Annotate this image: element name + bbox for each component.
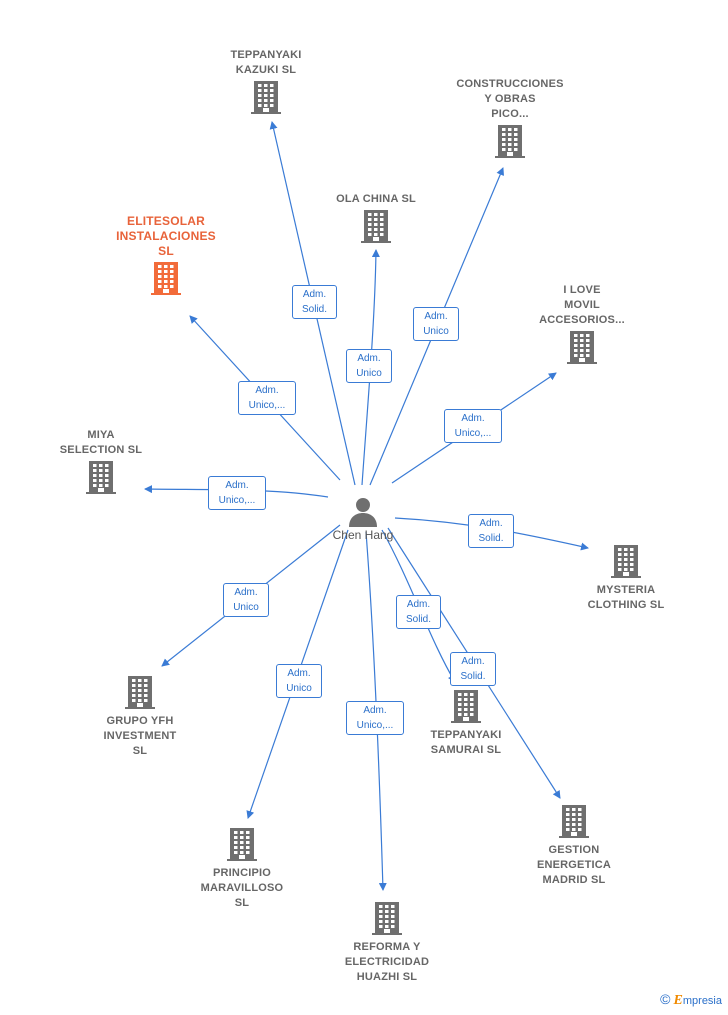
- role-label-ola-china[interactable]: Adm. Unico: [346, 349, 392, 383]
- company-elitesolar[interactable]: ELITESOLAR INSTALACIONES SL: [96, 214, 236, 299]
- brand-logo[interactable]: © Empresia: [660, 991, 722, 1009]
- building-icon: [80, 675, 200, 714]
- company-gestion[interactable]: GESTION ENERGETICA MADRID SL: [514, 802, 634, 888]
- company-construcciones[interactable]: CONSTRUCCIONES Y OBRAS PICO...: [440, 77, 580, 163]
- company-label: REFORMA Y ELECTRICIDAD HUAZHI SL: [344, 941, 430, 983]
- role-label-teppanyaki-samurai[interactable]: Adm. Solid.: [396, 595, 441, 629]
- company-grupo-yfh[interactable]: GRUPO YFH INVESTMENT SL: [80, 673, 200, 759]
- role-label-construcciones[interactable]: Adm. Unico: [413, 307, 459, 341]
- role-label-reforma[interactable]: Adm. Unico,...: [346, 701, 404, 735]
- company-reforma[interactable]: REFORMA Y ELECTRICIDAD HUAZHI SL: [322, 899, 452, 985]
- role-label-principio[interactable]: Adm. Unico: [276, 664, 322, 698]
- company-label: TEPPANYAKI SAMURAI SL: [430, 729, 502, 756]
- building-icon: [406, 689, 526, 728]
- building-icon: [316, 209, 436, 248]
- brand-name: mpresia: [682, 995, 722, 1007]
- copyright-icon: ©: [660, 991, 671, 1007]
- company-label: TEPPANYAKI KAZUKI SL: [230, 49, 302, 76]
- role-label-mysteria[interactable]: Adm. Solid.: [468, 514, 514, 548]
- person-name: Chen Hang: [332, 528, 394, 542]
- building-icon: [206, 80, 326, 119]
- company-label: GESTION ENERGETICA MADRID SL: [536, 844, 612, 886]
- company-label: CONSTRUCCIONES Y OBRAS PICO...: [456, 78, 564, 120]
- company-ola-china[interactable]: OLA CHINA SL: [316, 192, 436, 248]
- company-label: MYSTERIA CLOTHING SL: [587, 584, 665, 611]
- brand-initial: E: [673, 993, 683, 1008]
- company-label: OLA CHINA SL: [336, 193, 416, 205]
- company-label: ELITESOLAR INSTALACIONES SL: [116, 214, 216, 258]
- role-label-grupo-yfh[interactable]: Adm. Unico: [223, 583, 269, 617]
- building-icon: [41, 460, 161, 499]
- company-miya-selection[interactable]: MIYA SELECTION SL: [41, 428, 161, 499]
- role-label-i-love-movil[interactable]: Adm. Unico,...: [444, 409, 502, 443]
- building-icon: [566, 544, 686, 583]
- building-icon-highlight: [96, 261, 236, 299]
- role-label-kazuki[interactable]: Adm. Solid.: [292, 285, 337, 319]
- building-icon: [514, 804, 634, 843]
- role-label-miya[interactable]: Adm. Unico,...: [208, 476, 266, 510]
- building-icon: [440, 124, 580, 163]
- company-mysteria[interactable]: MYSTERIA CLOTHING SL: [566, 542, 686, 613]
- company-teppanyaki-samurai[interactable]: TEPPANYAKI SAMURAI SL: [406, 687, 526, 758]
- building-icon: [182, 827, 302, 866]
- company-i-love-movil[interactable]: I LOVE MOVIL ACCESORIOS...: [522, 283, 642, 369]
- company-label: I LOVE MOVIL ACCESORIOS...: [539, 284, 625, 326]
- company-principio[interactable]: PRINCIPIO MARAVILLOSO SL: [182, 825, 302, 911]
- person-node[interactable]: Chen Hang: [318, 496, 408, 542]
- person-icon: [349, 498, 377, 527]
- building-icon: [522, 330, 642, 369]
- role-label-elitesolar[interactable]: Adm. Unico,...: [238, 381, 296, 415]
- company-teppanyaki-kazuki[interactable]: TEPPANYAKI KAZUKI SL: [206, 48, 326, 119]
- role-label-gestion[interactable]: Adm. Solid.: [450, 652, 496, 686]
- company-label: MIYA SELECTION SL: [59, 429, 143, 456]
- building-icon: [322, 901, 452, 940]
- company-label: GRUPO YFH INVESTMENT SL: [103, 715, 177, 757]
- company-label: PRINCIPIO MARAVILLOSO SL: [200, 867, 284, 909]
